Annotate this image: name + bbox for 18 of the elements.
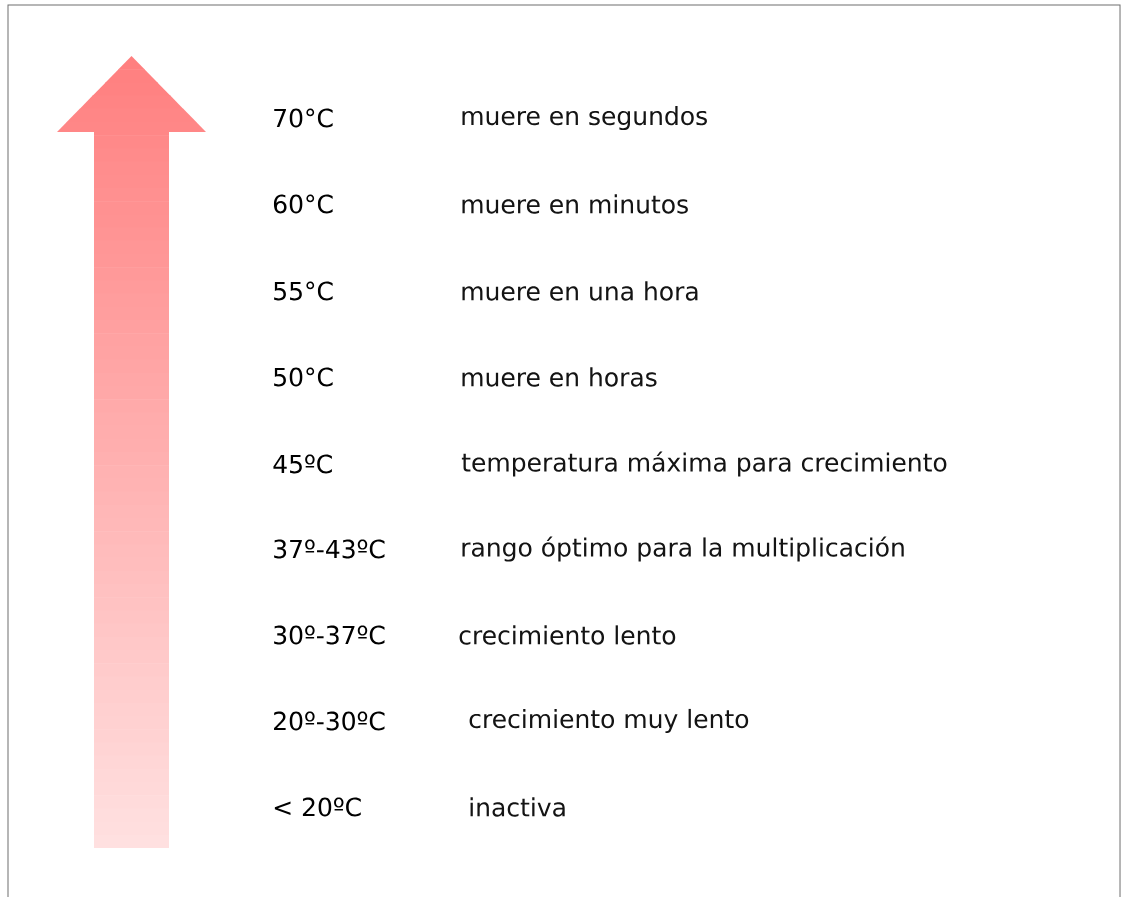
temperature-label: 20º-30ºC [274,711,385,731]
temperature-label: 45ºC [273,454,332,474]
temperature-label: 50°C [274,367,333,387]
temperature-label: 30º-37ºC [274,625,385,645]
temperature-label: 70°C [274,108,333,128]
description-label: inactiva [470,797,565,817]
description-label: rango óptimo para la multiplicación [462,536,904,562]
temperature-label: 60°C [273,194,333,214]
temperature-label: < 20ºC [274,797,361,817]
description-label: muere en minutos [462,194,688,214]
temperature-label: 37º-43ºC [274,539,385,559]
description-label: crecimiento lento [459,625,676,645]
description-label: temperatura máxima para crecimiento [461,451,947,477]
description-label: muere en segundos [462,105,707,131]
description-label: muere en una hora [462,281,698,301]
description-label: muere en horas [462,367,657,387]
description-label: crecimiento muy lento [469,708,749,734]
temperature-label: 55°C [274,281,333,301]
